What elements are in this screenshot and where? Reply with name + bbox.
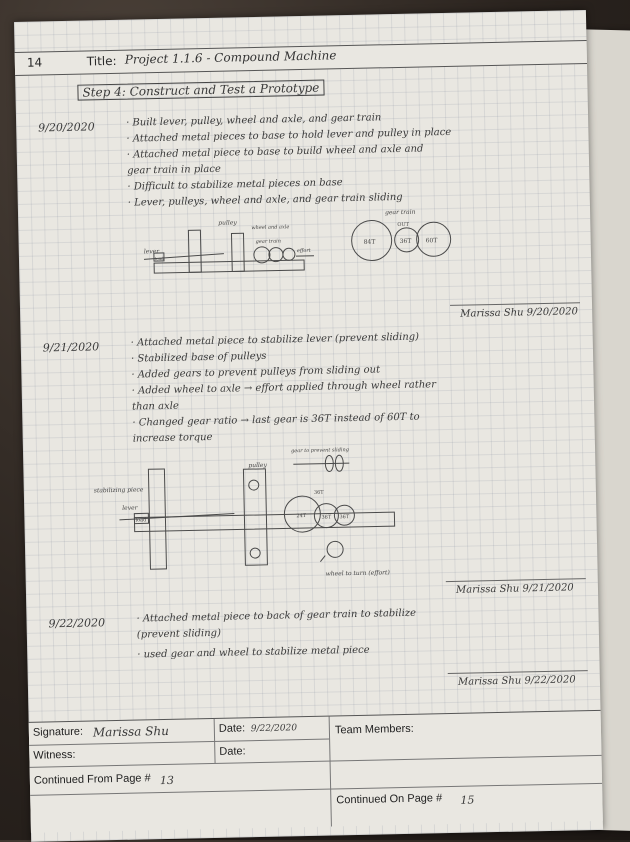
page-number: 14 [27,55,43,69]
entry-signature: Marissa Shu 9/22/2020 [458,674,576,687]
date-label: Date: [219,722,246,735]
entry-line: · used gear and wheel to stabilize metal… [137,645,370,661]
label-gear-24t: 24T [296,513,306,519]
entry-signature: Marissa Shu 9/21/2020 [456,582,574,595]
continued-on-value: 15 [460,794,474,807]
signature-line [446,578,586,582]
label-gear-36t: 36T [400,238,412,245]
date-value: 9/22/2020 [251,723,297,734]
sketch-prototype-2: stabilizing piece lever load pulley gear… [93,442,416,589]
title-label: Title: [87,54,117,69]
label-gear-36t-b: 36T [339,514,349,520]
page-footer: Signature: Marissa Shu Date: 9/22/2020 T… [29,710,603,833]
title-value: Project 1.1.6 - Compound Machine [125,48,337,66]
step-heading: Step 4: Construct and Test a Prototype [77,80,324,101]
label-lever: lever [144,248,161,255]
entry-line: · Added gears to prevent pulleys from sl… [131,364,380,380]
label-wheel-effort: wheel to turn (effort) [326,569,391,577]
entry-date: 9/21/2020 [43,340,100,354]
label-gear-train-top: gear train [385,209,416,217]
label-pulley: pulley [218,219,237,226]
entry-line: · Attached metal pieces to base to hold … [126,127,451,145]
entry-line: · Built lever, pulley, wheel and axle, a… [126,112,381,128]
entry-line: (prevent sliding) [137,628,221,641]
footer-col-divider [329,717,332,827]
label-gear-84t: 84T [364,238,376,245]
entry-line: than axle [132,401,179,413]
footer-row-divider [29,739,329,746]
label-pulley: pulley [248,462,267,469]
entry-line: increase torque [133,432,213,445]
signature-line [448,670,588,674]
sketch-prototype-1: pulley wheel and axle gear train lever l… [133,205,465,302]
label-load: load [135,517,147,523]
label-wheel-axle: wheel and axle [251,224,289,231]
entry-line: · Attached metal piece to back of gear t… [136,608,416,625]
label-lever: lever [122,504,139,511]
entry-line: · Attached metal piece to stabilize leve… [131,332,419,349]
footer-row-divider [30,755,602,768]
label-load: load [155,256,164,261]
witness-date-label: Date: [219,745,246,758]
label-gear-60t: 60T [426,237,438,244]
entry-line: · Attached metal piece to base to build … [127,143,424,160]
page-header: 14 Title: Project 1.1.6 - Compound Machi… [15,40,587,76]
label-stabilizing-piece: stabilizing piece [94,486,144,494]
entry-date: 9/22/2020 [48,616,105,630]
label-gear-prevent-sliding: gear to prevent sliding [291,447,349,454]
label-gear-36t: 36T [321,514,331,520]
notebook-page: 14 Title: Project 1.1.6 - Compound Machi… [14,10,603,842]
entry-date: 9/20/2020 [38,120,95,134]
entry-line: gear train in place [127,164,221,177]
witness-label: Witness: [33,749,75,762]
signature-value: Marissa Shu [93,724,169,740]
team-members-label: Team Members: [335,723,414,737]
continued-from-value: 13 [160,774,174,787]
entry-line: · Stabilized base of pulleys [131,351,267,365]
entry-line: · Added wheel to axle → effort applied t… [132,379,436,396]
label-gear-train: gear train [256,238,281,245]
label-gear-36t-top: 36T [314,490,324,496]
signature-line [450,302,580,306]
label-out: OUT [397,222,409,228]
entry-signature: Marissa Shu 9/20/2020 [460,306,578,319]
signature-label: Signature: [33,726,83,739]
entry-line: · Changed gear ratio → last gear is 36T … [132,412,419,429]
continued-on-label: Continued On Page # [336,792,442,806]
entry-line: · Difficult to stabilize metal pieces on… [127,177,342,193]
label-effort: effort [297,248,312,254]
continued-from-label: Continued From Page # [34,772,151,786]
